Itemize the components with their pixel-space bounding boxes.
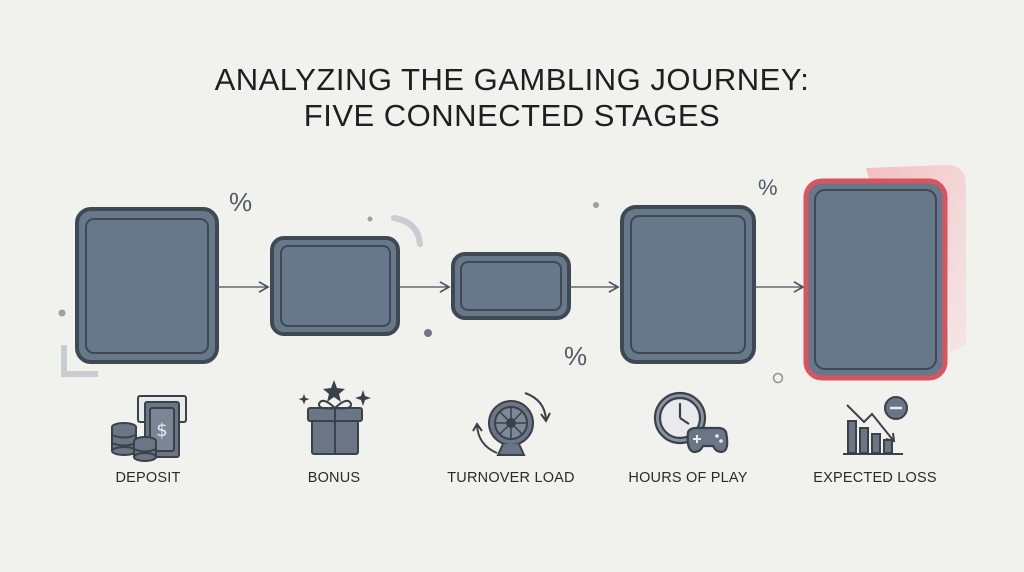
decor-dot [58,309,66,317]
stage-label-hours-of-play: HOURS OF PLAY [628,470,748,486]
stage-box-turnover-load [451,252,571,320]
clock-gamepad-icon [653,391,729,454]
svg-text:$: $ [156,420,167,441]
decor-dot [593,202,599,208]
declining-chart-minus-icon [843,396,908,455]
percent-decoration: % [564,341,587,371]
decor-dot [424,329,432,337]
corner-decoration [61,345,98,377]
stage-box-hours-of-play [620,205,756,364]
gift-box-sparkle-icon [298,380,371,455]
diagram-title: ANALYZING THE GAMBLING JOURNEY: FIVE CON… [0,62,1024,134]
percent-decoration: % [229,187,252,217]
title-line-1: ANALYZING THE GAMBLING JOURNEY: [214,62,810,97]
wheel-cycle-icon [472,392,551,456]
stage-box-expected-loss [803,178,948,381]
stage-label-expected-loss: EXPECTED LOSS [813,470,937,486]
stage-box-bonus [270,236,400,336]
stage-label-turnover-load: TURNOVER LOAD [447,470,575,486]
atm-cash-coins-icon: $ [111,395,187,462]
highlight-glow [866,165,966,352]
decor-dot [367,216,373,222]
stage-label-deposit: DEPOSIT [115,470,181,486]
stage-label-bonus: BONUS [307,470,361,486]
title-line-2: FIVE CONNECTED STAGES [303,98,721,133]
decor-dot [772,372,784,384]
stage-box-deposit [75,207,219,364]
corner-decoration [391,215,423,247]
percent-decoration: % [758,175,778,200]
